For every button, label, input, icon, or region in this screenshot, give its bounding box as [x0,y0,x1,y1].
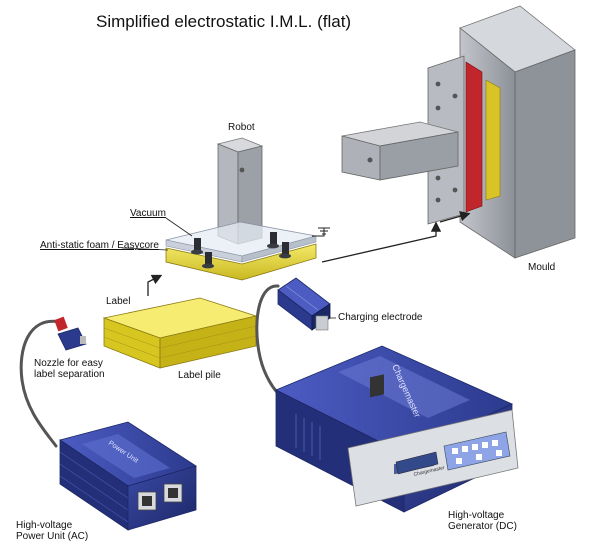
robot-column [216,137,264,245]
label-robot: Robot [228,122,255,133]
label-power-unit-line1: High-voltage [16,520,73,531]
label-foam: Anti-static foam / Easycore [40,240,159,251]
label-charging-electrode: Charging electrode [338,312,423,323]
vacuum-cups [191,232,291,269]
label-power-unit-line2: Power Unit (AC) [16,531,89,542]
label-label-pile: Label pile [178,370,221,381]
flow-arrows [147,211,471,296]
ground-icon [312,227,330,237]
label-nozzle-line2: label separation [34,369,105,380]
generator [275,345,519,513]
nozzle [54,316,87,351]
label-pile [102,297,258,369]
power-unit [59,421,197,531]
mould [427,5,576,259]
label-label: Label [106,296,131,307]
robot-arm-horizontal [341,121,459,181]
label-mould: Mould [528,262,556,273]
diagram-title: Simplified electrostatic I.M.L. (flat) [96,12,352,31]
label-nozzle-line1: Nozzle for easy [34,358,103,369]
label-vacuum: Vacuum [130,208,166,219]
leader-lines [121,217,336,319]
charging-electrode [277,277,331,331]
anti-static-foam [165,243,317,281]
label-generator-line2: Generator (DC) [448,521,517,532]
label-generator-line1: High-voltage [448,510,505,521]
